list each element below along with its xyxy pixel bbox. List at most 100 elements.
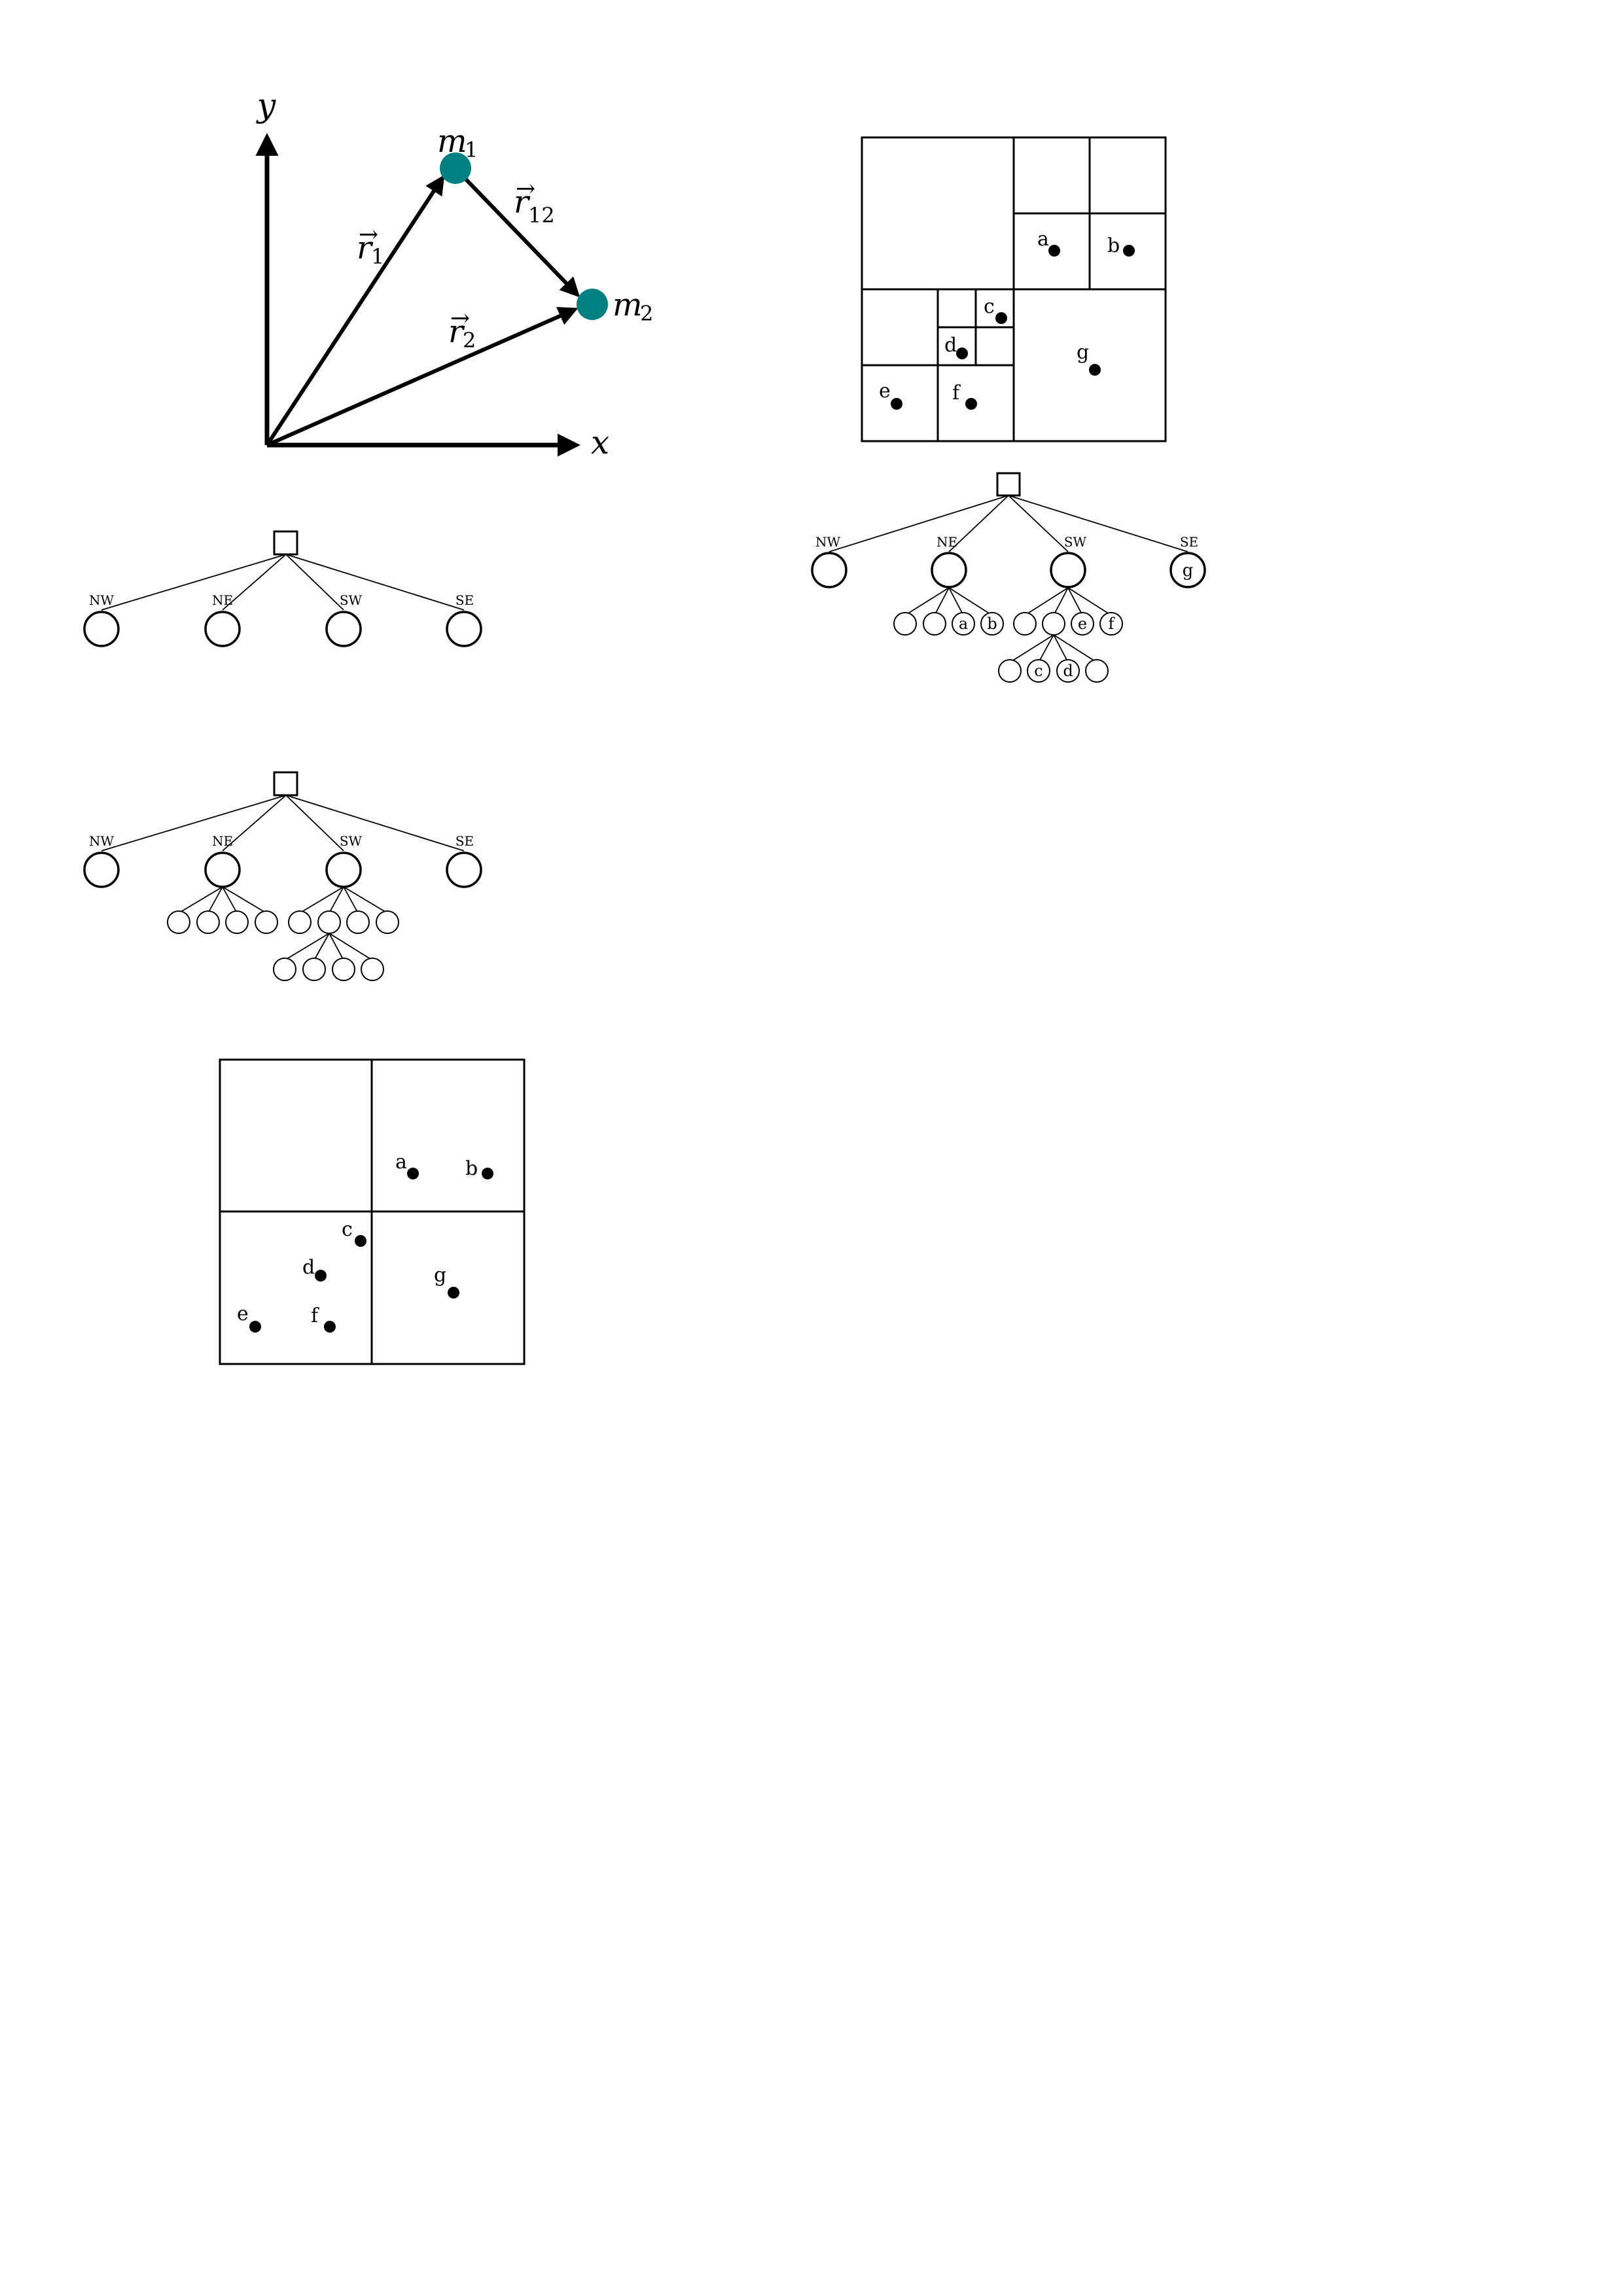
svg-text:c: c (984, 295, 995, 318)
svg-text:a: a (395, 1151, 407, 1174)
svg-text:d: d (1063, 662, 1073, 680)
point-e (249, 1321, 261, 1333)
svg-text:r: r (514, 184, 531, 221)
svg-text:SW: SW (340, 833, 363, 849)
tree-full-leaf-d (1056, 659, 1080, 683)
tree-level1-node-ne (204, 611, 241, 647)
quadtree-coarse-point-labels: a b c d e f g (237, 1151, 478, 1327)
svg-text:b: b (1107, 234, 1120, 257)
tree-full (811, 472, 1206, 683)
tree-full-node-se (1169, 552, 1206, 588)
mass2-label: m 2 (613, 287, 653, 326)
svg-text:SW: SW (1064, 534, 1087, 550)
tree-level1-root (273, 530, 298, 556)
svg-text:g: g (1077, 341, 1089, 364)
svg-text:SE: SE (455, 833, 474, 849)
svg-text:r: r (448, 314, 465, 350)
mass1-dot (440, 152, 471, 184)
point-a (407, 1168, 419, 1179)
svg-text:12: 12 (528, 203, 555, 228)
svg-text:2: 2 (463, 328, 476, 353)
svg-text:d: d (302, 1256, 315, 1279)
tree-deep-node-ne (204, 852, 241, 888)
svg-text:→: → (450, 305, 470, 332)
r12-label: → r 12 (514, 175, 555, 228)
point-f (965, 398, 977, 410)
svg-text:NW: NW (89, 833, 115, 849)
tree-full-root (996, 472, 1021, 497)
tree-full-node-ne (931, 552, 967, 588)
svg-text:c: c (342, 1218, 353, 1241)
svg-text:f: f (1109, 615, 1116, 633)
point-e (891, 398, 902, 410)
svg-text:a: a (1037, 228, 1049, 251)
r1-label: → r 1 (357, 221, 384, 269)
svg-text:f: f (952, 382, 961, 404)
tree-deep-node-nw (83, 852, 120, 888)
svg-text:g: g (1183, 561, 1194, 581)
svg-text:1: 1 (371, 244, 384, 269)
svg-text:m: m (613, 287, 643, 323)
svg-text:NW: NW (815, 534, 841, 550)
svg-text:1: 1 (465, 137, 478, 162)
tree-deep-root (273, 771, 298, 797)
svg-text:a: a (959, 615, 968, 633)
point-b (1123, 245, 1135, 257)
mass1-label: m 1 (437, 123, 478, 162)
point-g (1089, 364, 1101, 376)
svg-text:NE: NE (212, 833, 233, 849)
tree-full-leaf-b (980, 612, 1004, 636)
r1-vector (265, 174, 445, 446)
tree-level1 (83, 530, 482, 647)
quadtree-refined-point-labels: a b c d e f g (879, 228, 1120, 404)
svg-text:→: → (359, 221, 378, 248)
svg-text:d: d (944, 334, 957, 357)
svg-text:c: c (1034, 662, 1043, 680)
point-d (956, 348, 968, 359)
tree-full-leaf-a (952, 612, 975, 636)
svg-text:b: b (465, 1157, 478, 1180)
r2-vector (266, 306, 579, 447)
svg-text:e: e (879, 380, 891, 403)
svg-text:e: e (237, 1302, 249, 1325)
svg-text:NW: NW (89, 592, 115, 608)
y-axis-label: y (256, 86, 276, 124)
svg-text:2: 2 (640, 301, 653, 326)
point-a (1048, 245, 1060, 257)
tree-full-leaf-c (1027, 659, 1050, 683)
point-c (355, 1235, 366, 1247)
svg-text:SW: SW (340, 592, 363, 608)
svg-text:e: e (1078, 615, 1087, 633)
svg-text:r: r (357, 230, 374, 266)
r2-label: → r 2 (448, 305, 476, 353)
quadtree-coarse-points (249, 1168, 493, 1333)
point-f (324, 1321, 336, 1333)
r12-vector (463, 176, 580, 298)
tree-deep-quadrant-labels: NW NE SW SE (89, 833, 474, 849)
quadtree-coarse-grid (219, 1058, 526, 1365)
tree-level1-quadrant-labels: NW NE SW SE (89, 592, 474, 608)
tree-deep-node-sw (325, 852, 362, 888)
point-g (448, 1287, 459, 1299)
vector-diagram (255, 133, 580, 457)
tree-deep-node-se (446, 852, 482, 888)
svg-text:NE: NE (212, 592, 233, 608)
tree-full-quadrant-labels: NW NE SW SE (815, 534, 1198, 550)
svg-text:→: → (516, 175, 535, 202)
svg-text:m: m (437, 123, 467, 160)
tree-full-leaf-f (1099, 612, 1123, 636)
tree-full-node-sw (1050, 552, 1086, 588)
x-axis-label: x (591, 423, 609, 461)
point-b (482, 1168, 493, 1179)
point-d (315, 1270, 327, 1282)
mass2-dot (577, 289, 608, 320)
quadtree-refined-grid (861, 136, 1167, 442)
svg-text:SE: SE (455, 592, 474, 608)
svg-text:b: b (987, 615, 997, 633)
svg-text:SE: SE (1180, 534, 1198, 550)
svg-text:f: f (311, 1304, 319, 1327)
svg-text:g: g (434, 1264, 446, 1287)
tree-deep (83, 771, 482, 981)
quadtree-refined-points (891, 245, 1135, 410)
